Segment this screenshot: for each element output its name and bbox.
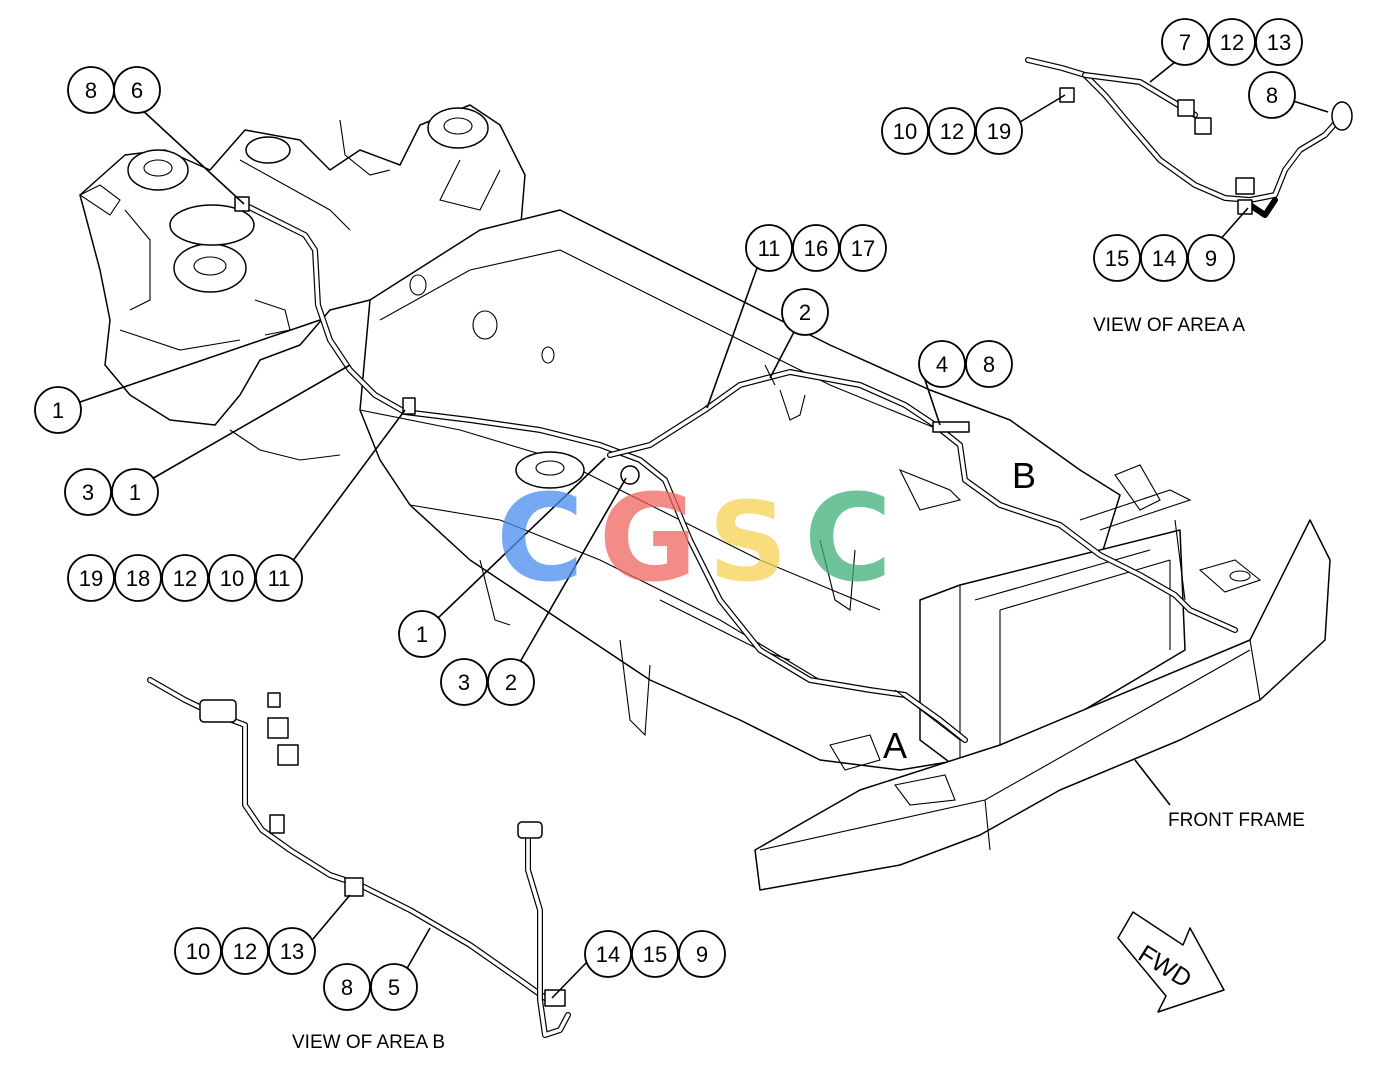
- front-bumper-drawing: [754, 519, 1331, 891]
- view-area-a-label: VIEW OF AREA A: [1093, 315, 1245, 336]
- callout-number: 2: [799, 300, 811, 325]
- watermark-letter: C: [496, 470, 584, 609]
- callout-number: 9: [1205, 246, 1217, 271]
- view-area-b-drawing: [147, 677, 571, 1038]
- callout-group-8-area-a: 8: [1248, 71, 1296, 119]
- callout-number: 18: [126, 566, 150, 591]
- callout-number: 17: [851, 236, 875, 261]
- view-area-a-drawing: [1025, 57, 1353, 218]
- callout-number: 12: [940, 119, 964, 144]
- callout-number: 12: [233, 939, 257, 964]
- front-frame-label: FRONT FRAME: [1168, 810, 1305, 831]
- watermark-letter: S: [708, 478, 787, 606]
- callout-number: 11: [268, 566, 291, 591]
- callout-number: 13: [1267, 30, 1291, 55]
- callout-group-3-2: 3 2: [440, 658, 535, 706]
- callout-number: 11: [758, 236, 781, 261]
- callout-number: 12: [1220, 30, 1244, 55]
- callout-number: 19: [987, 119, 1011, 144]
- view-area-b-label: VIEW OF AREA B: [292, 1032, 445, 1053]
- callout-number: 8: [983, 352, 995, 377]
- main-hose-routing: [234, 196, 1238, 743]
- watermark-letter: C: [804, 470, 892, 609]
- rear-frame-drawing: [78, 104, 526, 461]
- callout-number: 10: [186, 939, 210, 964]
- area-b-marker: B: [1012, 455, 1036, 496]
- callout-number: 7: [1179, 30, 1191, 55]
- callout-number: 10: [893, 119, 917, 144]
- callout-group-8-6: 8 6: [67, 66, 161, 114]
- callout-number: 1: [416, 622, 428, 647]
- callout-number: 10: [220, 566, 244, 591]
- callout-group-11-16-17: 11 16 17: [745, 224, 887, 272]
- callout-number: 16: [804, 236, 828, 261]
- callout-group-10-12-19: 10 12 19: [881, 107, 1023, 155]
- callout-number: 19: [79, 566, 103, 591]
- forward-arrow: FWD: [1117, 911, 1225, 1013]
- callout-group-19-18-12-10-11: 19 18 12 10 11: [67, 554, 303, 602]
- callout-number: 8: [341, 975, 353, 1000]
- callout-group-7-12-13: 7 12 13: [1161, 18, 1303, 66]
- radiator-block-drawing: [919, 464, 1192, 771]
- callout-group-1-center: 1: [398, 610, 446, 658]
- leader-lines: [79, 61, 1329, 999]
- callout-number: 14: [596, 942, 620, 967]
- callout-number: 8: [1266, 83, 1278, 108]
- callout-number: 2: [505, 670, 517, 695]
- callout-number: 9: [696, 942, 708, 967]
- callout-number: 1: [52, 398, 64, 423]
- callout-number: 3: [82, 480, 94, 505]
- callout-number: 8: [85, 78, 97, 103]
- callout-number: 1: [129, 480, 141, 505]
- callout-group-2: 2: [781, 288, 829, 336]
- callout-group-4-8: 4 8: [918, 340, 1013, 388]
- callout-number: 15: [1105, 246, 1129, 271]
- callout-group-1-upper: 1: [34, 386, 82, 434]
- callout-number: 6: [131, 78, 143, 103]
- callout-number: 15: [643, 942, 667, 967]
- callout-group-3-1-left: 3 1: [64, 468, 159, 516]
- callout-group-15-14-9: 15 14 9: [1093, 234, 1235, 282]
- callout-number: 13: [280, 939, 304, 964]
- callout-group-10-12-13: 10 12 13: [174, 927, 316, 975]
- callout-number: 5: [388, 975, 400, 1000]
- callout-group-8-5: 8 5: [323, 963, 418, 1011]
- callout-number: 3: [458, 670, 470, 695]
- callout-group-14-15-9: 14 15 9: [584, 930, 726, 978]
- callout-number: 4: [936, 352, 948, 377]
- area-a-marker: A: [883, 725, 907, 766]
- callout-number: 14: [1152, 246, 1176, 271]
- watermark-letter: G: [599, 470, 698, 609]
- cgsc-watermark: C G S C: [496, 470, 892, 609]
- callout-number: 12: [173, 566, 197, 591]
